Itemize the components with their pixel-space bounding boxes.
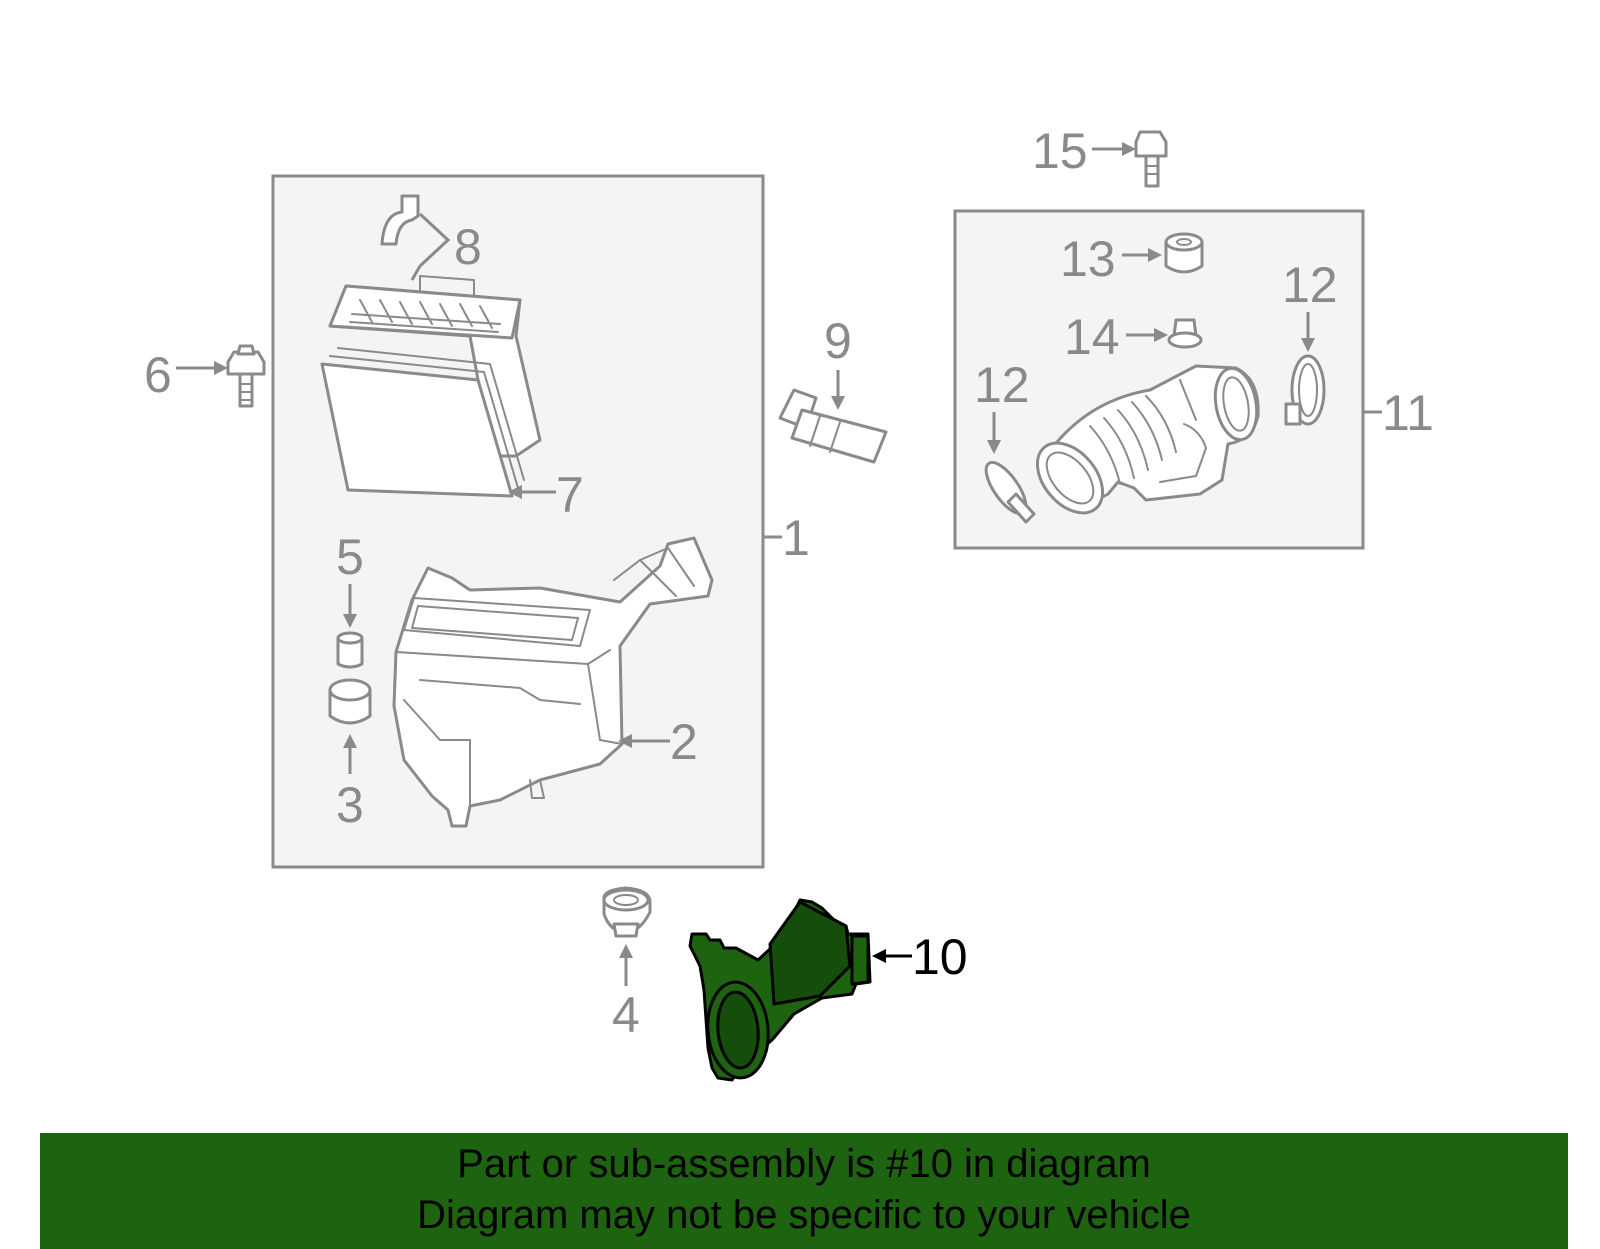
callout-5: 5	[336, 529, 364, 585]
part-6-bolt	[226, 344, 266, 408]
callout-1: 1	[782, 510, 810, 566]
banner-line-2: Diagram may not be specific to your vehi…	[417, 1193, 1191, 1237]
part-12-clamp-right	[1284, 354, 1326, 426]
part-3-cap	[328, 678, 372, 725]
callout-6: 6	[144, 347, 172, 403]
air-cleaner-housing	[392, 536, 714, 828]
callout-15: 15	[1032, 123, 1088, 179]
part-14-grommet	[1167, 318, 1203, 349]
callout-13: 13	[1060, 231, 1116, 287]
part-15-bolt	[1134, 130, 1168, 188]
part-10-air-duct	[688, 898, 872, 1082]
callout-14: 14	[1064, 309, 1120, 365]
callout-7: 7	[556, 467, 584, 523]
callout-9: 9	[824, 313, 852, 369]
callout-2: 2	[670, 714, 698, 770]
air-filter-element	[320, 347, 525, 498]
callout-4: 4	[612, 987, 640, 1043]
part-9-sensor	[778, 388, 888, 464]
callout-3: 3	[336, 777, 364, 833]
callout-12b: 12	[1282, 257, 1338, 313]
banner-line-1: Part or sub-assembly is #10 in diagram	[457, 1142, 1151, 1186]
callout-12a: 12	[974, 357, 1030, 413]
callout-8: 8	[454, 219, 482, 275]
info-banner: Part or sub-assembly is #10 in diagram D…	[40, 1133, 1568, 1249]
intake-duct	[1035, 364, 1260, 515]
part-8-clip	[380, 194, 451, 281]
part-4-grommet	[602, 886, 652, 938]
callout-10: 10	[912, 929, 968, 985]
part-13-spacer	[1164, 232, 1204, 274]
callout-11: 11	[1382, 385, 1434, 441]
part-5-plug	[336, 631, 364, 669]
part-12-clamp-left	[984, 460, 1036, 524]
